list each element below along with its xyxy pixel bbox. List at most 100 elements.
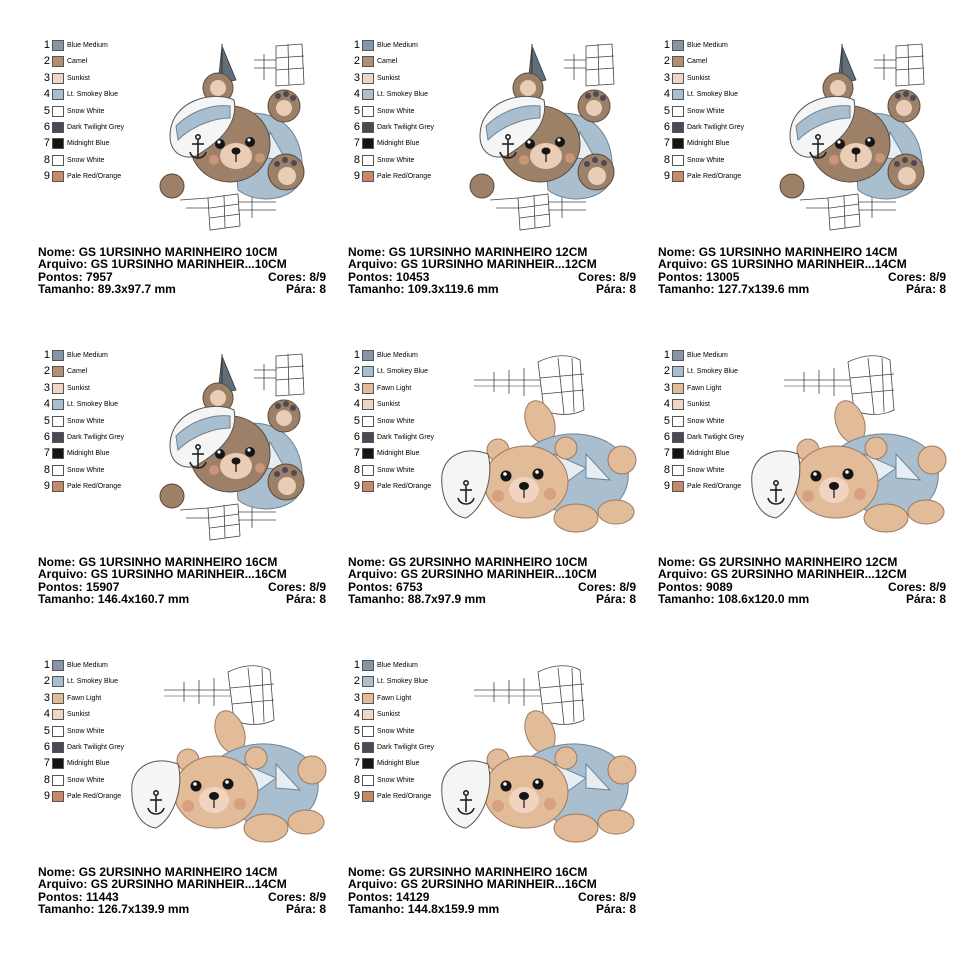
- thread-color-row: 9 Pale Red/Orange: [38, 789, 138, 805]
- thread-color-row: 3 Fawn Light: [348, 691, 448, 707]
- thread-number: 9: [663, 480, 670, 493]
- design-size: 144.8x159.9 mm: [407, 901, 500, 916]
- thread-name: Midnight Blue: [687, 450, 730, 458]
- thread-color-row: 1 Blue Medium: [348, 658, 448, 674]
- design-size: 89.3x97.7 mm: [97, 281, 176, 296]
- thread-color-row: 5 Snow White: [348, 724, 448, 740]
- thread-color-row: 6 Dark Twilight Grey: [38, 120, 138, 136]
- thread-number: 8: [663, 153, 670, 166]
- thread-number: 3: [43, 381, 50, 394]
- thread-swatch: [52, 72, 64, 84]
- thread-color-row: 2 Camel: [38, 364, 138, 380]
- para-label: Pára:: [905, 591, 936, 606]
- thread-color-row: 7 Midnight Blue: [38, 756, 138, 772]
- thread-name: Snow White: [377, 466, 415, 474]
- thread-number: 6: [353, 120, 360, 133]
- sailor-bear-embroidery-icon: [469, 43, 615, 231]
- design-card: 1 Blue Medium 2 Camel 3 Sunkist 4 Lt. Sm…: [658, 38, 958, 328]
- thread-swatch: [362, 399, 374, 411]
- arquivo-label: Arquivo:: [38, 567, 88, 582]
- thread-name: Pale Red/Orange: [377, 483, 432, 491]
- color-count: 8/9: [309, 579, 326, 594]
- thread-name: Snow White: [687, 107, 725, 115]
- thread-color-row: 8 Snow White: [658, 153, 758, 169]
- thread-color-row: 6 Dark Twilight Grey: [348, 430, 448, 446]
- thread-name: Snow White: [67, 776, 105, 784]
- nome-label: Nome:: [38, 555, 76, 569]
- thread-name: Blue Medium: [67, 352, 108, 359]
- thread-number: 7: [353, 137, 360, 150]
- thread-color-row: 4 Sunkist: [658, 397, 758, 413]
- thread-swatch: [52, 366, 64, 378]
- thread-number: 7: [43, 757, 50, 770]
- thread-number: 8: [353, 153, 360, 166]
- design-preview: [436, 660, 648, 852]
- thread-name: Blue Medium: [377, 662, 418, 669]
- thread-number: 5: [353, 724, 360, 737]
- tamanho-label: Tamanho:: [348, 901, 405, 916]
- design-name: GS 2URSINHO MARINHEIRO 12CM: [698, 555, 898, 569]
- thread-number: 7: [43, 137, 50, 150]
- design-info: Nome: GS 1URSINHO MARINHEIRO 14CM Arquiv…: [658, 246, 946, 295]
- thread-number: 6: [43, 430, 50, 443]
- thread-swatch: [52, 660, 64, 671]
- thread-number: 9: [353, 480, 360, 493]
- arquivo-label: Arquivo:: [348, 257, 398, 272]
- thread-color-row: 1 Blue Medium: [38, 658, 138, 674]
- design-name: GS 1URSINHO MARINHEIRO 10CM: [78, 245, 278, 259]
- thread-color-row: 5 Snow White: [348, 414, 448, 430]
- thread-color-row: 9 Pale Red/Orange: [348, 789, 448, 805]
- thread-number: 4: [663, 88, 670, 101]
- thread-color-list: 1 Blue Medium 2 Camel 3 Sunkist 4 Lt. Sm…: [348, 38, 448, 186]
- thread-swatch: [52, 399, 64, 411]
- thread-color-row: 2 Lt. Smokey Blue: [658, 364, 758, 380]
- thread-color-row: 3 Fawn Light: [348, 381, 448, 397]
- anchor-icon: [457, 480, 475, 505]
- color-count: 8/9: [929, 579, 946, 594]
- thread-name: Lt. Smokey Blue: [687, 368, 738, 376]
- thread-color-row: 5 Snow White: [348, 104, 448, 120]
- thread-name: Snow White: [67, 156, 105, 164]
- pontos-label: Pontos:: [658, 269, 703, 284]
- thread-color-row: 2 Camel: [658, 54, 758, 70]
- design-preview: [746, 40, 958, 232]
- ship-outline-icon: [474, 355, 585, 415]
- thread-swatch: [362, 448, 374, 460]
- thread-color-row: 7 Midnight Blue: [658, 136, 758, 152]
- thread-color-row: 8 Snow White: [348, 463, 448, 479]
- thread-swatch: [362, 791, 374, 803]
- ship-outline-icon: [489, 43, 615, 231]
- thread-number: 1: [353, 659, 360, 671]
- thread-name: Pale Red/Orange: [377, 793, 432, 801]
- thread-color-row: 7 Midnight Blue: [38, 446, 138, 462]
- thread-swatch: [672, 89, 684, 101]
- thread-swatch: [362, 415, 374, 427]
- thread-name: Dark Twilight Grey: [687, 433, 745, 441]
- sailor-bear-embroidery-icon: [159, 43, 305, 231]
- thread-color-row: 8 Snow White: [38, 773, 138, 789]
- thread-number: 5: [353, 104, 360, 117]
- file-name: GS 1URSINHO MARINHEIR...10CM: [90, 257, 287, 272]
- nome-label: Nome:: [658, 555, 696, 569]
- stitch-count: 7957: [86, 269, 113, 284]
- para-label: Pára:: [595, 591, 626, 606]
- anchor-icon: [457, 790, 475, 815]
- stitch-count: 6753: [396, 579, 423, 594]
- thread-name: Snow White: [687, 466, 725, 474]
- thread-name: Lt. Smokey Blue: [67, 91, 118, 99]
- thread-swatch: [52, 774, 64, 786]
- thread-color-row: 1 Blue Medium: [348, 38, 448, 54]
- color-count: 8/9: [619, 889, 636, 904]
- thread-number: 4: [353, 88, 360, 101]
- thread-swatch: [672, 399, 684, 411]
- thread-swatch: [52, 138, 64, 150]
- design-info: Nome: GS 1URSINHO MARINHEIRO 12CM Arquiv…: [348, 246, 636, 295]
- pontos-label: Pontos:: [38, 579, 83, 594]
- thread-color-row: 2 Lt. Smokey Blue: [348, 364, 448, 380]
- thread-color-row: 6 Dark Twilight Grey: [348, 740, 448, 756]
- thread-name: Lt. Smokey Blue: [67, 401, 118, 409]
- color-count: 8/9: [309, 269, 326, 284]
- thread-number: 2: [43, 55, 50, 68]
- thread-color-row: 1 Blue Medium: [658, 38, 758, 54]
- thread-color-row: 4 Sunkist: [38, 707, 138, 723]
